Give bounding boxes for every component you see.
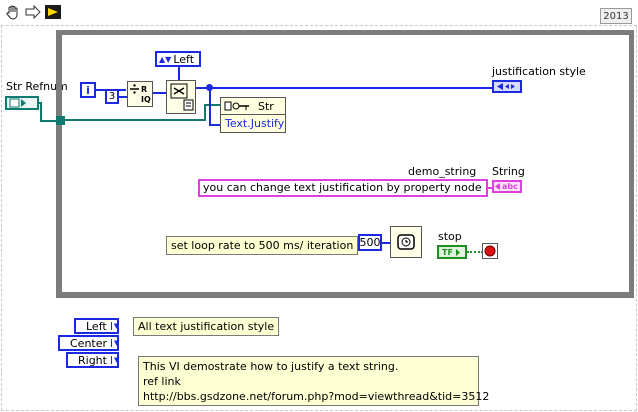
justification-indicator-label: justification style — [492, 65, 586, 78]
description-line2: ref link — [143, 375, 181, 388]
three-wire — [119, 96, 127, 98]
refnum-wire-v — [40, 102, 42, 122]
dropdown-icon: ▼ — [110, 322, 119, 330]
run-icon[interactable] — [44, 3, 62, 21]
demo-string-control[interactable]: you can change text justification by pro… — [198, 179, 488, 197]
block-diagram-area — [1, 25, 637, 411]
stop-type-text: TF — [442, 247, 453, 257]
enum-constant-right[interactable]: Right ▼ — [66, 352, 119, 368]
loop-condition-terminal[interactable] — [482, 243, 498, 259]
description-line1: This VI demostrate how to justify a text… — [143, 360, 399, 373]
string-wire — [488, 187, 492, 189]
string-indicator-label: String — [492, 165, 525, 178]
svg-text:R: R — [141, 85, 147, 94]
property-text-justify: Text.Justify — [225, 117, 285, 130]
justify-wire — [196, 87, 492, 89]
refnum-tunnel — [56, 116, 65, 125]
loop-rate-note: set loop rate to 500 ms/ iteration — [166, 236, 359, 255]
constant-three[interactable]: 3 — [105, 89, 119, 104]
refnum-wire-up — [204, 104, 206, 121]
stop-label: stop — [438, 230, 462, 243]
refnum-wire-inner — [65, 119, 205, 121]
index-enum-node[interactable] — [166, 80, 196, 114]
demo-string-label: demo_string — [408, 165, 477, 178]
enum-constant-left-2[interactable]: Left ▼ — [74, 318, 119, 334]
description-link[interactable]: http://bbs.gsdzone.net/forum.php?mod=vie… — [143, 390, 490, 403]
updown-arrows-icon: ▲▼ — [159, 54, 172, 64]
svg-text:IQ: IQ — [141, 95, 151, 104]
justify-branch — [209, 88, 211, 126]
iteration-terminal: i — [80, 82, 96, 98]
wire-junction — [206, 84, 213, 91]
hand-icon[interactable] — [4, 3, 22, 21]
refnum-wire-h — [40, 120, 60, 122]
toolbar: 2013 — [0, 0, 638, 24]
while-loop[interactable] — [56, 30, 634, 298]
description-note: This VI demostrate how to justify a text… — [138, 356, 490, 406]
version-badge: 2013 — [600, 8, 632, 24]
dropdown-icon: ▼ — [110, 356, 119, 364]
enum-note: All text justification style — [133, 317, 280, 336]
property-node[interactable]: Str Text.Justify — [220, 97, 286, 133]
refnum-label: Str Refnum — [6, 80, 68, 93]
refnum-wire-to-node — [204, 104, 220, 106]
wait-ms-node[interactable] — [390, 226, 422, 258]
justification-indicator — [492, 80, 522, 93]
stop-wire — [467, 251, 483, 253]
constant-500[interactable]: 500 — [358, 234, 382, 251]
remainder-wire — [153, 92, 166, 94]
quotient-remainder-node[interactable]: R IQ — [127, 81, 153, 107]
enum-wire — [178, 67, 180, 81]
stop-control[interactable]: TF — [437, 245, 467, 259]
refnum-control[interactable] — [5, 96, 39, 110]
justify-branch-h — [209, 124, 221, 126]
property-node-header: Str — [221, 98, 285, 115]
dropdown-icon: ▼ — [111, 339, 119, 347]
enum-constant-center[interactable]: Center ▼ — [58, 335, 119, 351]
string-type-text: abc — [502, 182, 518, 191]
arrow-right-icon[interactable] — [24, 3, 42, 21]
wait-wire — [382, 242, 390, 244]
string-indicator: abc — [492, 180, 522, 193]
enum-constant-left[interactable]: ▲▼ Left — [155, 51, 201, 67]
